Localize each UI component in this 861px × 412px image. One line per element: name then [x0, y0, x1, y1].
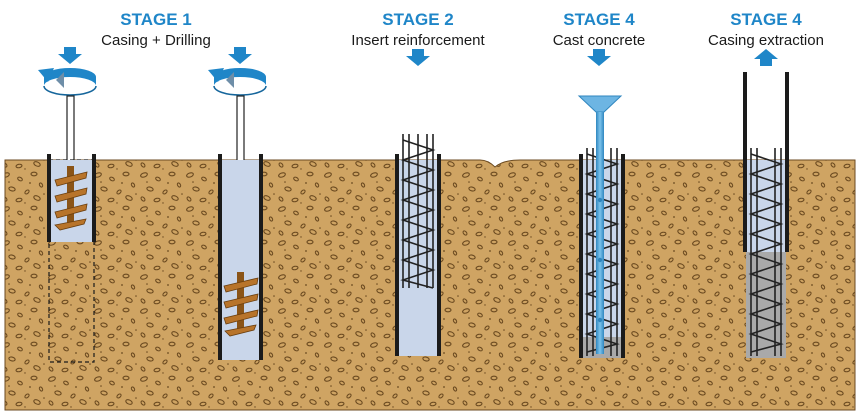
stage-1-title: STAGE 1	[120, 10, 191, 29]
casing-right-wall	[92, 154, 96, 242]
casing-left-wall	[743, 72, 747, 252]
rotation-arrow-icon	[38, 68, 97, 96]
stage-2-subtitle: Insert reinforcement	[351, 32, 485, 49]
rebar-cage	[748, 148, 784, 356]
tremie-pipe-icon	[577, 95, 623, 354]
up-arrow-icon	[754, 49, 778, 66]
stage-4-subtitle: Casing extraction	[708, 32, 824, 49]
stage-3-subtitle: Cast concrete	[553, 32, 646, 49]
pile-4	[577, 49, 625, 358]
auger-icon	[54, 166, 88, 231]
casing-right-wall	[621, 154, 625, 358]
casing-right-wall	[785, 72, 789, 252]
auger-icon	[223, 272, 259, 337]
casing-left-wall	[47, 154, 51, 242]
casing-left-wall	[218, 154, 222, 360]
stage-4-title: STAGE 4	[730, 10, 802, 29]
down-arrow-icon	[406, 49, 430, 66]
pile-5	[743, 49, 789, 358]
down-arrow-icon	[58, 47, 82, 64]
down-arrow-icon	[228, 47, 252, 64]
rotation-arrow-icon	[208, 68, 267, 96]
rebar-cage	[584, 148, 620, 356]
pile-1	[38, 47, 97, 363]
stage-2-title: STAGE 2	[382, 10, 453, 29]
casing-left-wall	[579, 154, 583, 358]
pile-3	[395, 49, 441, 356]
stage-1-subtitle: Casing + Drilling	[101, 32, 211, 49]
stage-3-title: STAGE 4	[563, 10, 635, 29]
pile-2	[208, 47, 267, 360]
casing-left-wall	[395, 154, 399, 356]
casing-right-wall	[259, 154, 263, 360]
down-arrow-icon	[587, 49, 611, 66]
rebar-cage	[400, 134, 436, 289]
casing-right-wall	[437, 154, 441, 356]
